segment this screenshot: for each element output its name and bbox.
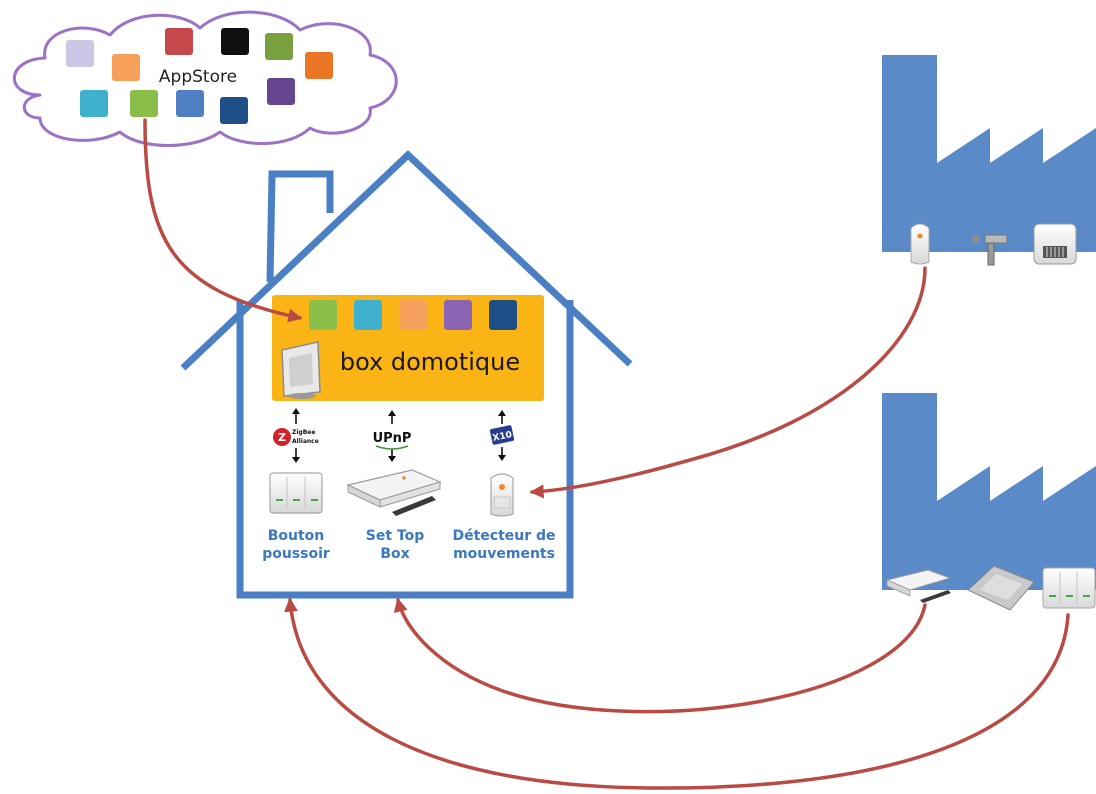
factory-bottom-gateway-icon — [967, 565, 1035, 611]
cloud-app-3 — [165, 28, 193, 55]
connector-arrows — [143, 118, 1070, 790]
house-chimney — [266, 170, 334, 283]
box-app-5 — [489, 300, 517, 330]
factory-top-water-sensor-icon — [972, 234, 1008, 266]
house-roof — [180, 150, 633, 371]
cloud-app-11 — [267, 78, 295, 105]
house-walls — [236, 300, 574, 599]
box-app-1 — [309, 300, 337, 330]
x10-logo: X10 — [489, 425, 515, 445]
box-app-4 — [444, 300, 472, 330]
house — [180, 150, 633, 599]
cloud-app-9 — [176, 90, 204, 117]
device-label-settopbox-line1: Set Top — [366, 528, 424, 544]
zigbee-label-top: ZigBee — [292, 429, 315, 436]
box-panel-bg — [272, 295, 544, 401]
box-app-2 — [354, 300, 382, 330]
cloud-app-2 — [112, 54, 140, 81]
gateway-device-icon — [281, 341, 321, 399]
factory-top-motion-sensor-icon — [910, 223, 930, 265]
device-label-bouton-line1: Bouton — [268, 528, 325, 544]
cloud-app-4 — [221, 28, 249, 55]
arrow-factory-stb-to-settopbox — [393, 597, 927, 714]
push-button-device-icon — [269, 472, 323, 514]
factory-top-smoke-detector-icon — [1033, 223, 1077, 265]
x10-label: X10 — [492, 430, 513, 444]
cloud-app-5 — [265, 33, 293, 60]
arrow-appstore-to-box — [143, 118, 303, 323]
protocol-arrows — [292, 408, 506, 463]
cloud-app-7 — [80, 90, 108, 117]
arrow-factory-button-to-bouton — [284, 597, 1070, 790]
cloud-app-10 — [220, 97, 248, 124]
cloud-app-8 — [130, 90, 158, 117]
motion-detector-device-icon — [490, 473, 514, 517]
box-app-3 — [399, 300, 427, 330]
cloud-app-1 — [66, 40, 94, 67]
svg-text:Z: Z — [278, 431, 286, 444]
device-label-detecteur-line1: Détecteur de — [452, 528, 555, 544]
set-top-box-device-icon — [346, 469, 442, 516]
factory-bottom — [882, 393, 1096, 611]
factory-bottom-set-top-box-icon — [885, 569, 952, 603]
box-domotique-label: box domotique — [340, 348, 520, 376]
cloud-app-6 — [305, 52, 333, 79]
zigbee-logo: Z ZigBee Alliance — [273, 428, 319, 446]
zigbee-label-bottom: Alliance — [292, 438, 319, 445]
upnp-logo: UPnP — [373, 431, 412, 450]
appstore-label: AppStore — [159, 67, 237, 87]
factory-top — [882, 55, 1096, 266]
upnp-label: UPnP — [373, 431, 412, 446]
arrow-factory-sensor-to-detector — [529, 266, 927, 499]
cloud-outline — [12, 10, 398, 147]
box-domotique-panel: box domotique — [272, 295, 544, 401]
device-label-detecteur-line2: mouvements — [453, 546, 555, 562]
device-label-bouton-line2: poussoir — [262, 546, 330, 562]
appstore-cloud: AppStore — [12, 10, 398, 147]
factory-bottom-push-button-icon — [1042, 567, 1096, 609]
device-labels: Bouton poussoir Set Top Box Détecteur de… — [262, 528, 555, 562]
device-label-settopbox-line2: Box — [380, 546, 409, 562]
